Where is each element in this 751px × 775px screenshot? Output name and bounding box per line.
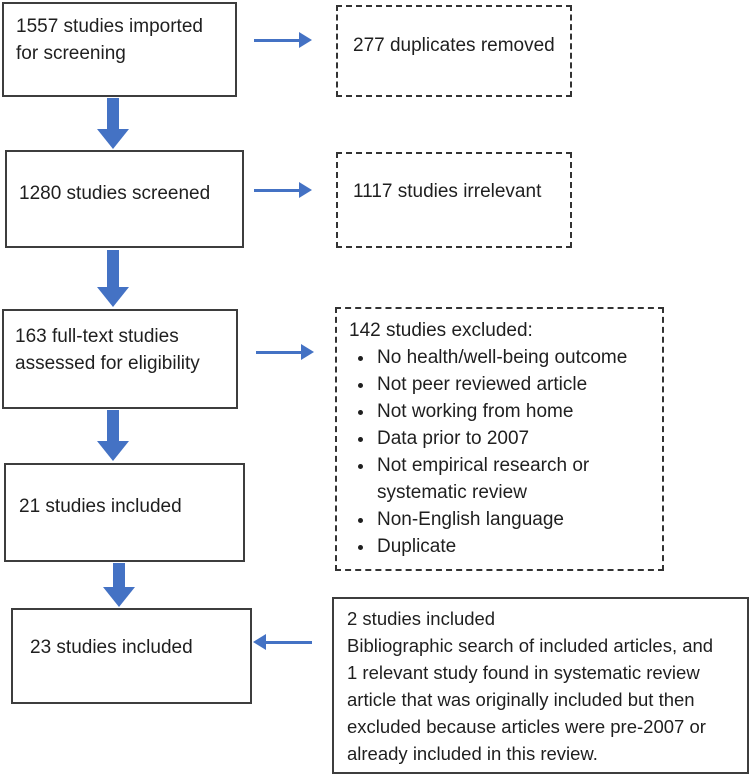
excluded-reason-item: Not working from home <box>375 398 650 425</box>
excluded-reason-item: Data prior to 2007 <box>375 425 650 452</box>
node-text-line: 277 duplicates removed <box>353 35 555 56</box>
excluded-reasons-list: No health/well-being outcomeNot peer rev… <box>349 344 650 560</box>
node-text-line: 1280 studies screened <box>19 183 211 204</box>
arrow-imported-to-duplicates <box>254 32 312 48</box>
node-text-line: 2 studies included <box>347 608 496 629</box>
excluded-reason-item: Duplicate <box>375 533 650 560</box>
arrow-line <box>266 640 312 644</box>
arrow-shaft <box>107 250 119 287</box>
node-text-line: 23 studies included <box>30 637 193 658</box>
arrow-head-left-icon <box>253 634 266 650</box>
node-studies-irrelevant: 1117 studies irrelevant <box>336 152 572 248</box>
node-studies-excluded: 142 studies excluded: No health/well-bei… <box>335 307 664 571</box>
arrow-head-down-icon <box>97 287 129 307</box>
node-text-line: 21 studies included <box>19 496 182 517</box>
node-text-line: excluded because articles were pre-2007 … <box>347 716 706 737</box>
arrow-screened-to-fulltext <box>97 250 129 307</box>
excluded-reason-item: Non-English language <box>375 506 650 533</box>
node-studies-screened: 1280 studies screened <box>5 150 244 248</box>
node-studies-imported: 1557 studies imported for screening <box>2 2 237 97</box>
node-duplicates-removed: 277 duplicates removed <box>336 5 572 97</box>
arrow-fulltext-to-excluded <box>256 344 314 360</box>
node-text-line: assessed for eligibility <box>15 353 200 374</box>
node-text-line: Bibliographic search of included article… <box>347 635 714 656</box>
arrow-included-to-final <box>103 563 135 607</box>
arrow-shaft <box>113 563 125 587</box>
node-text-line: already included in this review. <box>347 743 598 764</box>
arrow-line <box>254 38 299 42</box>
arrow-shaft <box>107 410 119 441</box>
node-text-line: 1557 studies imported <box>16 16 203 37</box>
arrow-fulltext-to-included <box>97 410 129 461</box>
node-text-line: for screening <box>16 43 126 64</box>
excluded-reason-item: Not peer reviewed article <box>375 371 650 398</box>
node-text-line: 1117 studies irrelevant <box>353 181 542 202</box>
excluded-reason-item: No health/well-being outcome <box>375 344 650 371</box>
arrow-head-right-icon <box>299 32 312 48</box>
excluded-heading: 142 studies excluded: <box>349 320 533 341</box>
excluded-reason-item: Not empirical research or systematic rev… <box>375 452 650 506</box>
node-text-line: 1 relevant study found in systematic rev… <box>347 662 700 683</box>
arrow-line <box>254 188 299 192</box>
arrow-head-down-icon <box>97 441 129 461</box>
arrow-head-right-icon <box>299 182 312 198</box>
arrow-shaft <box>107 98 119 129</box>
node-text-line: 163 full-text studies <box>15 326 179 347</box>
arrow-head-right-icon <box>301 344 314 360</box>
arrow-line <box>256 350 301 354</box>
node-text-line: article that was originally included but… <box>347 689 695 710</box>
arrow-additional-to-final <box>253 634 312 650</box>
node-21-studies-included: 21 studies included <box>4 463 245 562</box>
node-23-studies-included: 23 studies included <box>11 608 252 704</box>
node-fulltext-assessed: 163 full-text studies assessed for eligib… <box>2 309 238 409</box>
arrow-screened-to-irrelevant <box>254 182 312 198</box>
arrow-head-down-icon <box>97 129 129 149</box>
arrow-head-down-icon <box>103 587 135 607</box>
arrow-imported-to-screened <box>97 98 129 149</box>
